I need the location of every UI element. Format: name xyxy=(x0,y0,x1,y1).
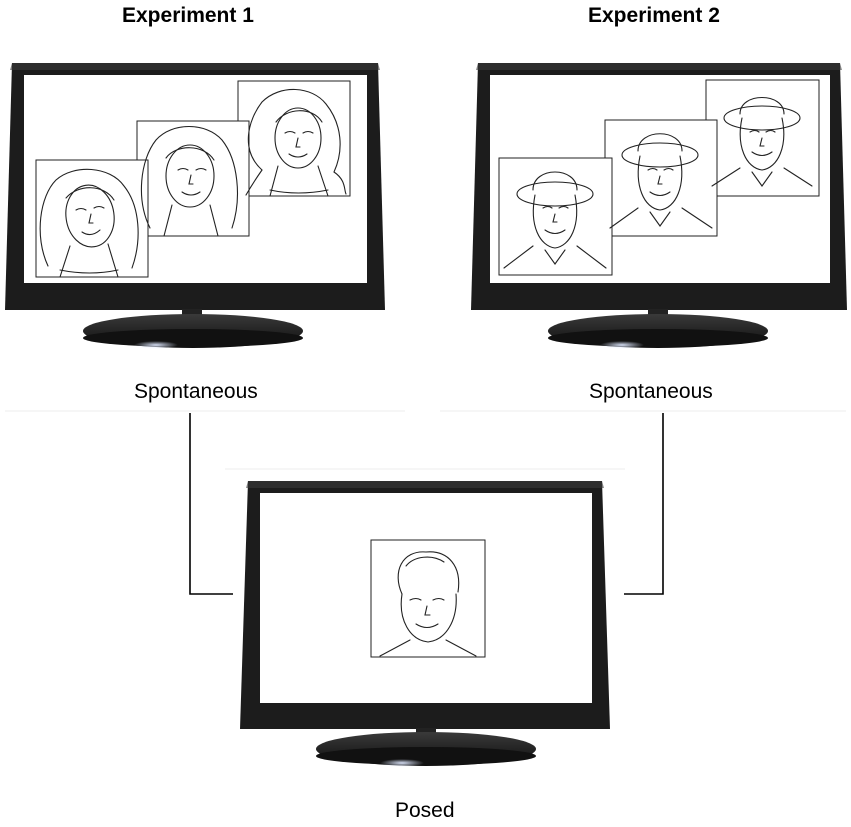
connector-left xyxy=(189,413,233,595)
experiment-2-heading: Experiment 2 xyxy=(588,4,720,27)
hat-man-face-sketch-2 xyxy=(609,133,713,229)
hat-man-face-sketch-3 xyxy=(711,96,813,187)
monitor-experiment-1 xyxy=(5,63,385,349)
woman-face-sketch-1 xyxy=(39,168,139,278)
connector-right xyxy=(624,413,664,595)
label-posed: Posed xyxy=(395,799,455,822)
monitor-experiment-2 xyxy=(471,63,847,349)
posed-man-face-sketch xyxy=(379,551,477,657)
woman-face-sketch-2 xyxy=(140,125,238,237)
monitor-posed xyxy=(240,481,610,767)
experiment-1-heading: Experiment 1 xyxy=(122,4,254,27)
label-right-spontaneous: Spontaneous xyxy=(589,380,713,403)
woman-face-sketch-3 xyxy=(245,88,347,197)
hat-man-face-sketch-1 xyxy=(503,171,607,269)
label-left-spontaneous: Spontaneous xyxy=(134,380,258,403)
